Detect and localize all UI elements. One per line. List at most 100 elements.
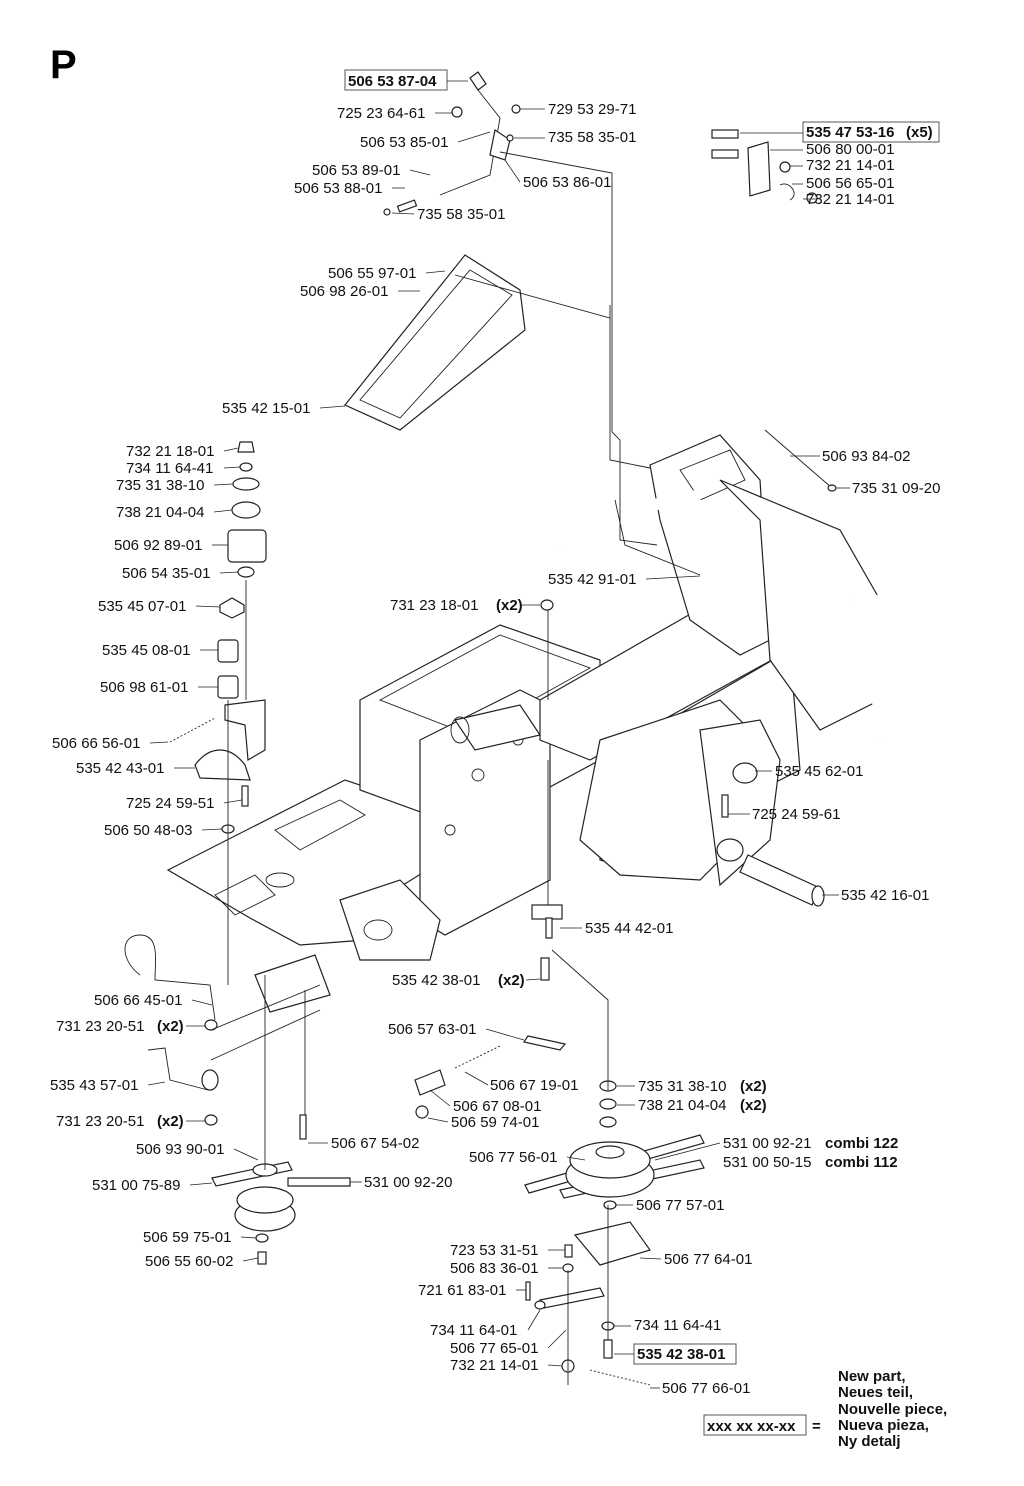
spring bbox=[589, 1369, 651, 1386]
leader-line bbox=[189, 1182, 213, 1186]
front-lip-hole bbox=[363, 919, 393, 941]
assembly-line bbox=[499, 151, 658, 546]
rear-upright bbox=[649, 434, 771, 656]
part-label: 535 42 38-01 bbox=[637, 1346, 725, 1363]
spring bbox=[169, 717, 216, 743]
leader-line bbox=[223, 466, 241, 469]
legend-equals: = bbox=[812, 1418, 821, 1435]
leader-line bbox=[233, 1148, 259, 1161]
hex-nut bbox=[219, 597, 245, 619]
part-label: 731 23 20-51 bbox=[56, 1018, 144, 1035]
part-quantity: (x2) bbox=[740, 1097, 767, 1114]
pin bbox=[545, 917, 553, 939]
leader-line bbox=[547, 1329, 567, 1349]
part-label: 506 54 35-01 bbox=[122, 565, 210, 582]
part-label: 506 92 89-01 bbox=[114, 537, 202, 554]
bolt bbox=[721, 794, 729, 818]
bolt bbox=[415, 1105, 429, 1119]
washer bbox=[599, 1116, 617, 1128]
leader-line bbox=[240, 1236, 257, 1239]
part-label: 535 44 42-01 bbox=[585, 920, 673, 937]
leader-line bbox=[464, 1071, 489, 1086]
leader-line bbox=[525, 978, 541, 981]
pivot-stack bbox=[169, 441, 267, 834]
part-quantity: (x2) bbox=[157, 1113, 184, 1130]
washer bbox=[534, 1300, 546, 1310]
rod bbox=[124, 934, 216, 1021]
bolt bbox=[564, 1244, 573, 1258]
nut bbox=[237, 441, 255, 453]
spring bbox=[454, 1045, 501, 1069]
part-label: 531 00 92-21 bbox=[723, 1135, 811, 1152]
part-label: 734 11 64-41 bbox=[126, 460, 213, 477]
part-quantity: combi 112 bbox=[825, 1154, 898, 1171]
leader-line bbox=[219, 571, 239, 574]
floor-plate-cutout bbox=[274, 799, 366, 851]
part-label: 506 77 57-01 bbox=[636, 1197, 724, 1214]
part-label: 506 50 48-03 bbox=[104, 822, 192, 839]
leader-line bbox=[242, 1257, 259, 1262]
leader-line bbox=[391, 212, 415, 215]
leader-line bbox=[149, 741, 169, 744]
part-label: 506 98 61-01 bbox=[100, 679, 188, 696]
axle-pin bbox=[739, 854, 821, 906]
leader-line bbox=[425, 270, 446, 274]
part-label: 735 31 38-10 bbox=[638, 1078, 726, 1095]
washer bbox=[603, 1200, 617, 1210]
part-label: 735 58 35-01 bbox=[417, 206, 505, 223]
eye bbox=[201, 1069, 219, 1091]
leader-line bbox=[195, 605, 221, 608]
new-part-box bbox=[344, 69, 448, 91]
cable-link bbox=[614, 499, 701, 576]
sleeve bbox=[217, 639, 239, 663]
control-cable bbox=[614, 429, 837, 576]
leader-line bbox=[223, 799, 243, 804]
bolt bbox=[451, 106, 463, 118]
bolt bbox=[711, 129, 739, 139]
leader-line bbox=[566, 1156, 586, 1161]
part-label: 506 57 63-01 bbox=[388, 1021, 476, 1038]
pin-plate bbox=[531, 904, 563, 920]
circlip bbox=[232, 477, 260, 491]
part-label: 506 77 66-01 bbox=[662, 1380, 750, 1397]
leader-line bbox=[319, 405, 346, 409]
pulley-top bbox=[569, 1141, 651, 1179]
legend-line: Nouvelle piece, bbox=[838, 1401, 947, 1418]
front-lip bbox=[339, 879, 441, 961]
part-label: 725 24 59-61 bbox=[752, 806, 840, 823]
part-label: 506 67 19-01 bbox=[490, 1077, 578, 1094]
part-label: 535 42 38-01 bbox=[392, 972, 480, 989]
leader-line bbox=[213, 483, 234, 486]
pivot-hole-lower bbox=[716, 838, 744, 862]
legend-line: Ny detalj bbox=[838, 1433, 901, 1450]
part-label: 735 31 09-20 bbox=[852, 480, 940, 497]
part-label: 506 53 86-01 bbox=[523, 174, 611, 191]
part-label: 506 66 45-01 bbox=[94, 992, 182, 1009]
left-pulley bbox=[211, 1161, 351, 1265]
bearing bbox=[231, 501, 261, 519]
part-quantity: (x2) bbox=[740, 1078, 767, 1095]
leader-line bbox=[223, 447, 239, 452]
part-label: 506 53 89-01 bbox=[312, 162, 400, 179]
part-label: 506 66 56-01 bbox=[52, 735, 140, 752]
part-label: 725 23 64-61 bbox=[337, 105, 425, 122]
nut bbox=[806, 192, 818, 204]
leader-line bbox=[147, 1081, 166, 1086]
part-label: 735 58 35-01 bbox=[548, 129, 636, 146]
link-rod bbox=[147, 1047, 209, 1091]
part-label: 506 77 65-01 bbox=[450, 1340, 538, 1357]
leader-line bbox=[429, 1089, 451, 1107]
part-label: 531 00 50-15 bbox=[723, 1154, 811, 1171]
leader-line bbox=[409, 169, 431, 176]
page-letter: P bbox=[50, 43, 77, 87]
leader-line bbox=[639, 1257, 662, 1260]
leader-line bbox=[427, 1117, 449, 1123]
clip bbox=[779, 183, 795, 201]
leader-line bbox=[485, 1028, 525, 1041]
pin bbox=[396, 199, 418, 213]
seat-pan bbox=[344, 254, 526, 431]
bolt bbox=[241, 785, 249, 807]
part-label: 506 93 84-02 bbox=[822, 448, 910, 465]
spacer bbox=[237, 566, 255, 578]
part-label: 506 80 00-01 bbox=[806, 141, 894, 158]
